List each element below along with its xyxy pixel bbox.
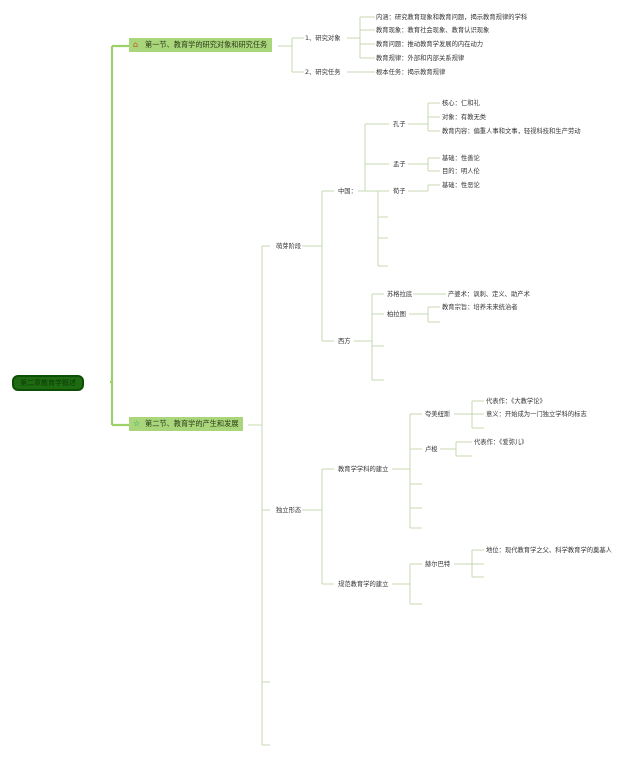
kongzi-node[interactable]: 孔子 [393,121,406,128]
section-1-node[interactable]: ⌂ 第一节、教育学的研究对象和研究任务 [129,38,273,52]
kongzi-item[interactable]: 核心：仁和礼 [442,100,480,107]
socrates-item[interactable]: 产婆术：讽刺、定义、助产术 [448,291,530,298]
comenius-item[interactable]: 代表作：《大教学论》 [486,398,546,405]
research-object-item[interactable]: 教育问题：推动教育学发展的内在动力 [376,41,484,48]
independent-stage-node[interactable]: 独立形态 [276,507,302,514]
kongzi-item[interactable]: 对象：有教无类 [442,114,487,121]
xunzi-item[interactable]: 基础：性恶论 [442,182,480,189]
mengzi-item[interactable]: 基础：性善论 [442,155,480,162]
section-2-title: 第二节、教育学的产生和发展 [145,419,239,428]
normative-node[interactable]: 规范教育学的建立 [338,581,389,588]
sprout-stage-node[interactable]: 萌芽阶段 [276,243,302,250]
china-node[interactable]: 中国： [338,188,357,195]
section-1-title: 第一节、教育学的研究对象和研究任务 [145,40,268,49]
comenius-item[interactable]: 意义：开始成为一门独立学科的标志 [486,411,587,418]
herbart-node[interactable]: 赫尔巴特 [425,561,451,568]
root-node[interactable]: 第二章教育学概述 [12,375,84,391]
mengzi-item[interactable]: 目的：明人伦 [442,168,480,175]
xunzi-node[interactable]: 荀子 [393,188,406,195]
research-task-item[interactable]: 根本任务：揭示教育规律 [376,69,446,76]
rousseau-item[interactable]: 代表作：《爱弥儿》 [474,439,528,446]
section-2-node[interactable]: ☆ 第二节、教育学的产生和发展 [129,417,244,431]
root-label: 第二章教育学概述 [20,379,76,387]
research-object-item[interactable]: 教育规律：外部和内部关系规律 [376,55,465,62]
mengzi-node[interactable]: 孟子 [393,161,406,168]
kongzi-item[interactable]: 教育内容：偏重人事和文事，轻视科技和生产劳动 [442,128,581,135]
home-icon: ⌂ [133,40,139,49]
plato-item[interactable]: 教育宗旨：培养未来统治者 [442,304,518,311]
herbart-item[interactable]: 地位：现代教育学之父、科学教育学的奠基人 [486,547,612,554]
plato-node[interactable]: 柏拉图 [387,311,406,318]
comenius-node[interactable]: 夸美纽斯 [425,411,451,418]
west-node[interactable]: 西方 [338,338,351,345]
research-object-item[interactable]: 内涵：研究教育现象和教育问题，揭示教育规律的学科 [376,14,528,21]
research-object-node[interactable]: 1、研究对象 [305,35,341,42]
socrates-node[interactable]: 苏格拉底 [387,291,413,298]
rousseau-node[interactable]: 卢梭 [425,446,438,453]
research-object-item[interactable]: 教育现象：教育社会现象、教育认识现象 [376,27,490,34]
star-icon: ☆ [133,419,141,428]
discipline-node[interactable]: 教育学学科的建立 [338,466,389,473]
research-task-node[interactable]: 2、研究任务 [305,69,341,76]
